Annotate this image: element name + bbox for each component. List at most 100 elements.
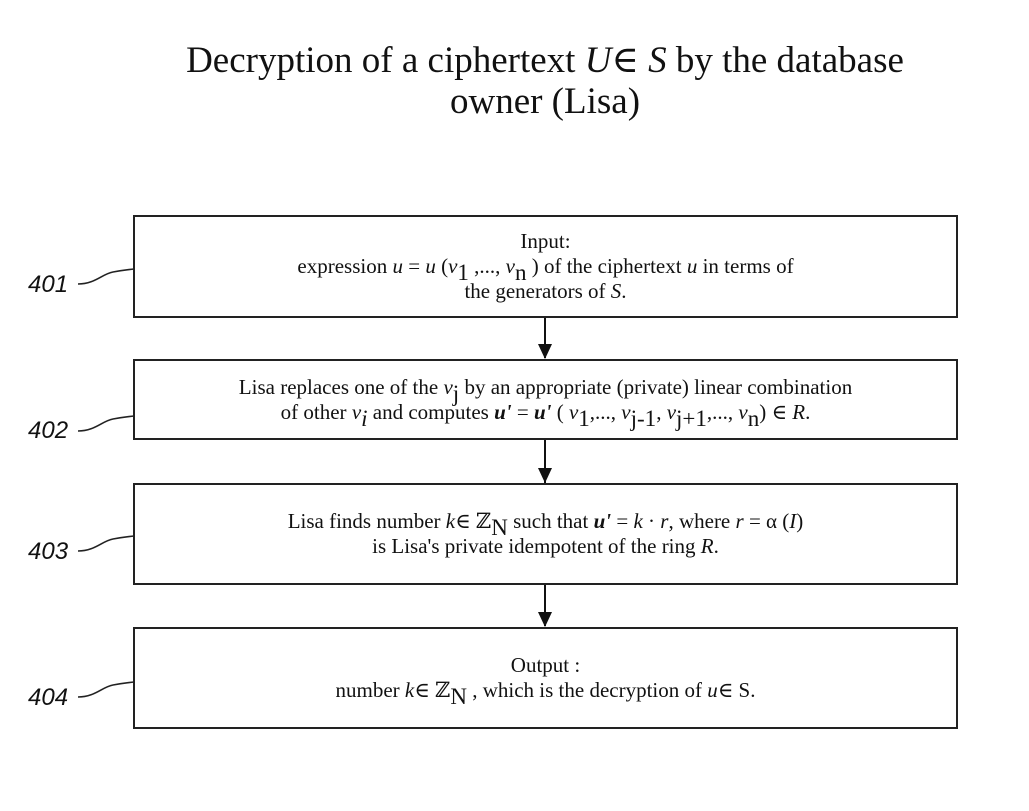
output-label: Output : [510,653,581,677]
math-v: v [505,254,515,278]
math-u: u [707,678,718,702]
step-402-line-2: of other vi and computes u' = u' ( v1,..… [239,399,852,430]
math-u: u [686,254,698,278]
text: ∈ ℤ [414,678,451,702]
step-box-402: Lisa replaces one of the vj by an approp… [133,359,958,440]
math-v: v [351,399,362,424]
math-r: r [660,509,669,533]
text: ,..., [589,399,622,424]
subscript: n [514,260,527,285]
step-402-text: Lisa replaces one of the vj by an approp… [238,374,853,430]
subscript: i [361,405,368,431]
step-402-line-1: Lisa replaces one of the vj by an approp… [238,374,853,405]
step-box-401: Input: expression u = u (v1 ,..., vn ) o… [133,215,958,318]
subscript: N [491,515,508,540]
leader-404 [77,681,135,698]
title-line-1: Decryption of a ciphertext U∈ S by the d… [0,40,1029,81]
arrow-403-404 [538,585,552,627]
math-r: R [700,534,714,558]
ref-label-404: 404 [28,684,69,711]
text: = [611,509,634,533]
math-v: v [448,254,458,278]
math-v: v [666,399,677,424]
step-404-text: Output : number k∈ ℤN , which is the dec… [335,653,756,708]
text: = [402,254,426,278]
step-box-403: Lisa finds number k∈ ℤN such that u' = k… [133,483,958,585]
text: , [656,399,667,424]
text: , which is the decryption of [466,678,708,702]
text: in terms of [697,254,794,278]
text: . [805,399,811,424]
math-k: k [404,678,415,702]
step-box-404: Output : number k∈ ℤN , which is the dec… [133,627,958,729]
text: ) ∈ [759,399,793,424]
text: ,..., [468,254,506,278]
step-401-line-3: the generators of S. [297,279,793,304]
math-u-prime: u' [533,399,552,424]
text: ,..., [706,399,739,424]
ref-label-403: 403 [28,538,69,565]
math-u-prime: u' [494,399,512,424]
step-403-line-2: is Lisa's private idempotent of the ring… [288,534,804,559]
text: expression [297,254,393,278]
text: ∈ S. [717,678,756,702]
text: by an appropriate (private) linear combi… [459,374,853,399]
title-line-2: owner (Lisa) [449,81,641,122]
math-r: r [735,509,744,533]
step-403-text: Lisa finds number k∈ ℤN such that u' = k… [288,509,804,559]
title-element-of: ∈ [611,40,649,81]
text: is Lisa's private idempotent of the ring [372,534,701,558]
text: ) of the ciphertext [526,254,687,278]
text: number [335,678,405,702]
subscript: 1 [457,260,469,285]
leader-402 [77,415,135,432]
diagram-title: Decryption of a ciphertext U∈ S by the d… [0,40,1029,122]
text: ( [551,399,569,424]
text: . [713,534,719,558]
arrow-402-403 [538,440,552,483]
step-401-line-2: expression u = u (v1 ,..., vn ) of the c… [297,254,794,284]
text: ( [435,254,449,278]
math-v: v [443,374,453,399]
text: ∈ ℤ [455,509,492,533]
math-v: v [621,399,631,424]
text: ) [796,509,804,533]
ref-label-401: 401 [28,271,69,298]
leader-401 [77,268,135,285]
math-k: k [445,509,456,533]
math-v: v [568,399,579,424]
title-text-a: Decryption of a ciphertext [186,40,585,81]
math-v: v [738,399,748,424]
math-s: S [610,279,622,303]
text: Lisa finds number [287,509,446,533]
math-r: R [792,399,806,424]
subscript: j [452,380,460,406]
text: . [621,279,627,303]
text: = [511,399,534,424]
ref-label-402: 402 [28,417,69,444]
text: Lisa replaces one of the [238,374,444,399]
math-k: k [633,509,643,533]
step-404-line-2: number k∈ ℤN , which is the decryption o… [335,678,756,708]
math-u: u [392,254,403,278]
text: · [642,509,661,533]
text: , where [668,509,736,533]
text: and computes [367,399,495,424]
math-i: I [789,509,797,533]
text: the generators of [464,279,611,303]
subscript: n [747,405,760,431]
step-403-line-1: Lisa finds number k∈ ℤN such that u' = k… [287,509,804,539]
math-u-prime: u' [593,509,612,533]
leader-403 [77,535,135,552]
title-symbol-s: S [648,40,667,81]
step-401-text: Input: expression u = u (v1 ,..., vn ) o… [297,229,793,304]
text: of other [280,399,352,424]
subscript: 1 [578,405,590,431]
title-symbol-u: U [584,40,612,81]
math-u: u [425,254,436,278]
subscript: j-1 [630,405,657,431]
arrow-401-402 [538,318,552,359]
subscript: N [450,684,467,709]
input-label: Input: [520,229,571,253]
